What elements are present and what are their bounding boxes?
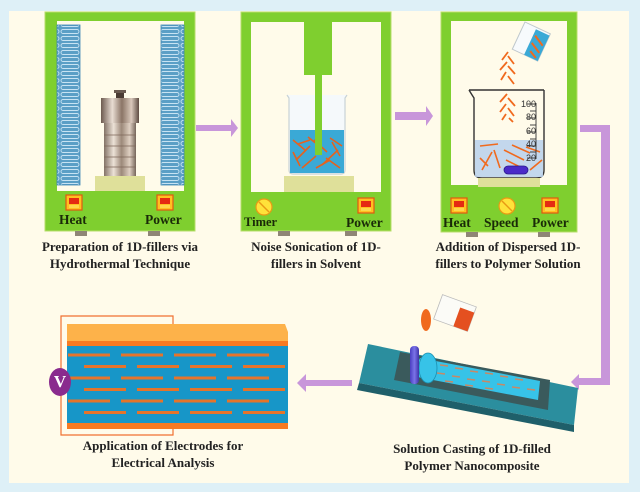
cast-film — [412, 358, 540, 400]
heating-coil-left — [56, 24, 81, 186]
caption-line: Hydrothermal Technique — [49, 256, 191, 271]
casting-platform — [357, 294, 578, 432]
sonicator-probe — [315, 75, 322, 155]
falling-fillers — [499, 51, 516, 123]
caption-line: Electrical Analysis — [111, 455, 215, 470]
bottom-electrode — [67, 423, 288, 429]
step5-caption: Application of Electrodes for Electrical… — [63, 437, 263, 471]
power-label: Power — [145, 212, 182, 227]
beaker-scale — [527, 103, 537, 159]
scale-label: 60 — [525, 125, 536, 136]
power-switch-1[interactable] — [156, 194, 174, 211]
hydrothermal-oven — [44, 11, 196, 236]
pouring-container — [433, 294, 477, 332]
scale-label: 100 — [520, 99, 536, 109]
casting-roller-film — [418, 352, 438, 384]
caption-line: Addition of Dispersed 1D- — [435, 239, 581, 254]
step3-caption: Addition of Dispersed 1D- fillers to Pol… — [408, 238, 608, 272]
caption-line: fillers to Polymer Solution — [435, 256, 581, 271]
scale-label: 80 — [525, 112, 536, 123]
top-electrode — [67, 324, 288, 342]
heat-label: Heat — [443, 215, 471, 230]
heating-coil-right — [160, 24, 185, 186]
heat-switch-3[interactable] — [450, 197, 468, 214]
stir-bar — [503, 165, 529, 175]
timer-label: Timer — [244, 215, 278, 229]
speed-label: Speed — [484, 215, 519, 230]
step2-caption: Noise Sonication of 1D- fillers in Solve… — [216, 238, 416, 272]
aligned-fillers — [68, 353, 285, 414]
timer-knob[interactable] — [255, 198, 273, 216]
scale-label: 40 — [525, 139, 536, 150]
heat-label: Heat — [59, 212, 87, 227]
scale-label: 20 — [525, 152, 536, 163]
pouring-beaker — [511, 21, 552, 62]
power-switch-2[interactable] — [357, 197, 375, 214]
hot-plate — [95, 176, 145, 191]
beaker-scale-labels: 100 80 60 40 20 — [518, 98, 536, 165]
voltmeter — [49, 368, 71, 396]
sonicator-head — [304, 22, 332, 75]
caption-line: Noise Sonication of 1D- — [251, 239, 381, 254]
caption-line: fillers in Solvent — [270, 256, 362, 271]
voltmeter-symbol: V — [53, 372, 67, 391]
caption-line: Application of Electrodes for — [82, 438, 244, 453]
arrow-step2-to-step3 — [395, 106, 433, 126]
autoclave-reactor — [101, 90, 139, 176]
arrow-step4-to-step5 — [297, 374, 352, 392]
arrow-step3-to-step4 — [571, 125, 610, 390]
arrow-step1-to-step2 — [196, 119, 238, 137]
heat-switch-1[interactable] — [65, 194, 83, 211]
power-label: Power — [532, 215, 569, 230]
power-label: Power — [346, 215, 383, 230]
nanocomposite-film — [60, 315, 288, 436]
hot-plate — [478, 178, 540, 187]
speed-knob[interactable] — [498, 197, 516, 215]
hot-plate — [284, 176, 354, 192]
caption-line: Polymer Nanocomposite — [404, 458, 540, 473]
caption-line: Preparation of 1D-fillers via — [41, 239, 199, 254]
pouring-drop — [421, 309, 431, 331]
power-switch-3[interactable] — [541, 197, 559, 214]
magnetic-stirrer — [440, 11, 578, 237]
sonicator — [240, 11, 392, 236]
casting-blade — [410, 346, 419, 384]
caption-line: Solution Casting of 1D-filled — [393, 441, 551, 456]
step1-caption: Preparation of 1D-fillers via Hydrotherm… — [15, 238, 225, 272]
step4-caption: Solution Casting of 1D-filled Polymer Na… — [372, 440, 572, 474]
